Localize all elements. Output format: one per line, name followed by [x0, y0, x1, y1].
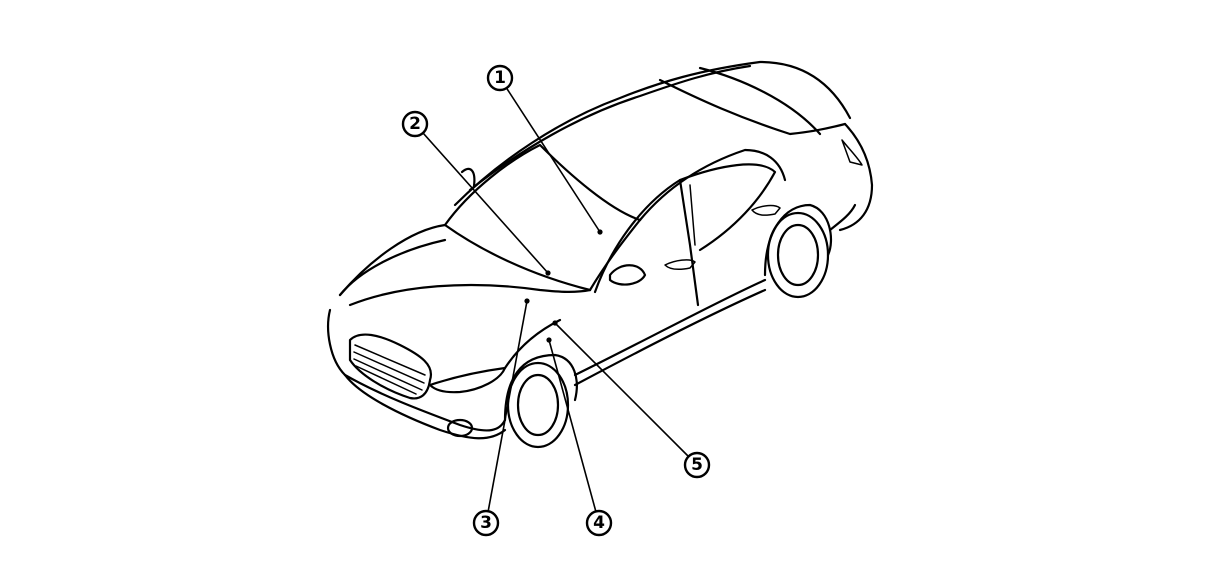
callout-3-label: 3: [480, 513, 492, 533]
callout-2-point: [545, 270, 551, 276]
callout-5-label: 5: [691, 455, 703, 475]
callout-4-label: 4: [593, 513, 605, 533]
callout-1-point: [597, 229, 603, 235]
callout-1: 1: [486, 64, 603, 235]
callout-4-point: [546, 337, 552, 343]
callout-5-point: [552, 320, 558, 326]
callout-4: 4: [546, 337, 613, 537]
callout-1-label: 1: [494, 68, 506, 88]
callout-3: 3: [472, 298, 530, 537]
callout-2: 2: [401, 110, 551, 276]
callout-2-label: 2: [409, 114, 421, 134]
callout-3-point: [524, 298, 530, 304]
car-body-illustration: [327, 60, 874, 449]
callout-5: 5: [552, 320, 711, 479]
